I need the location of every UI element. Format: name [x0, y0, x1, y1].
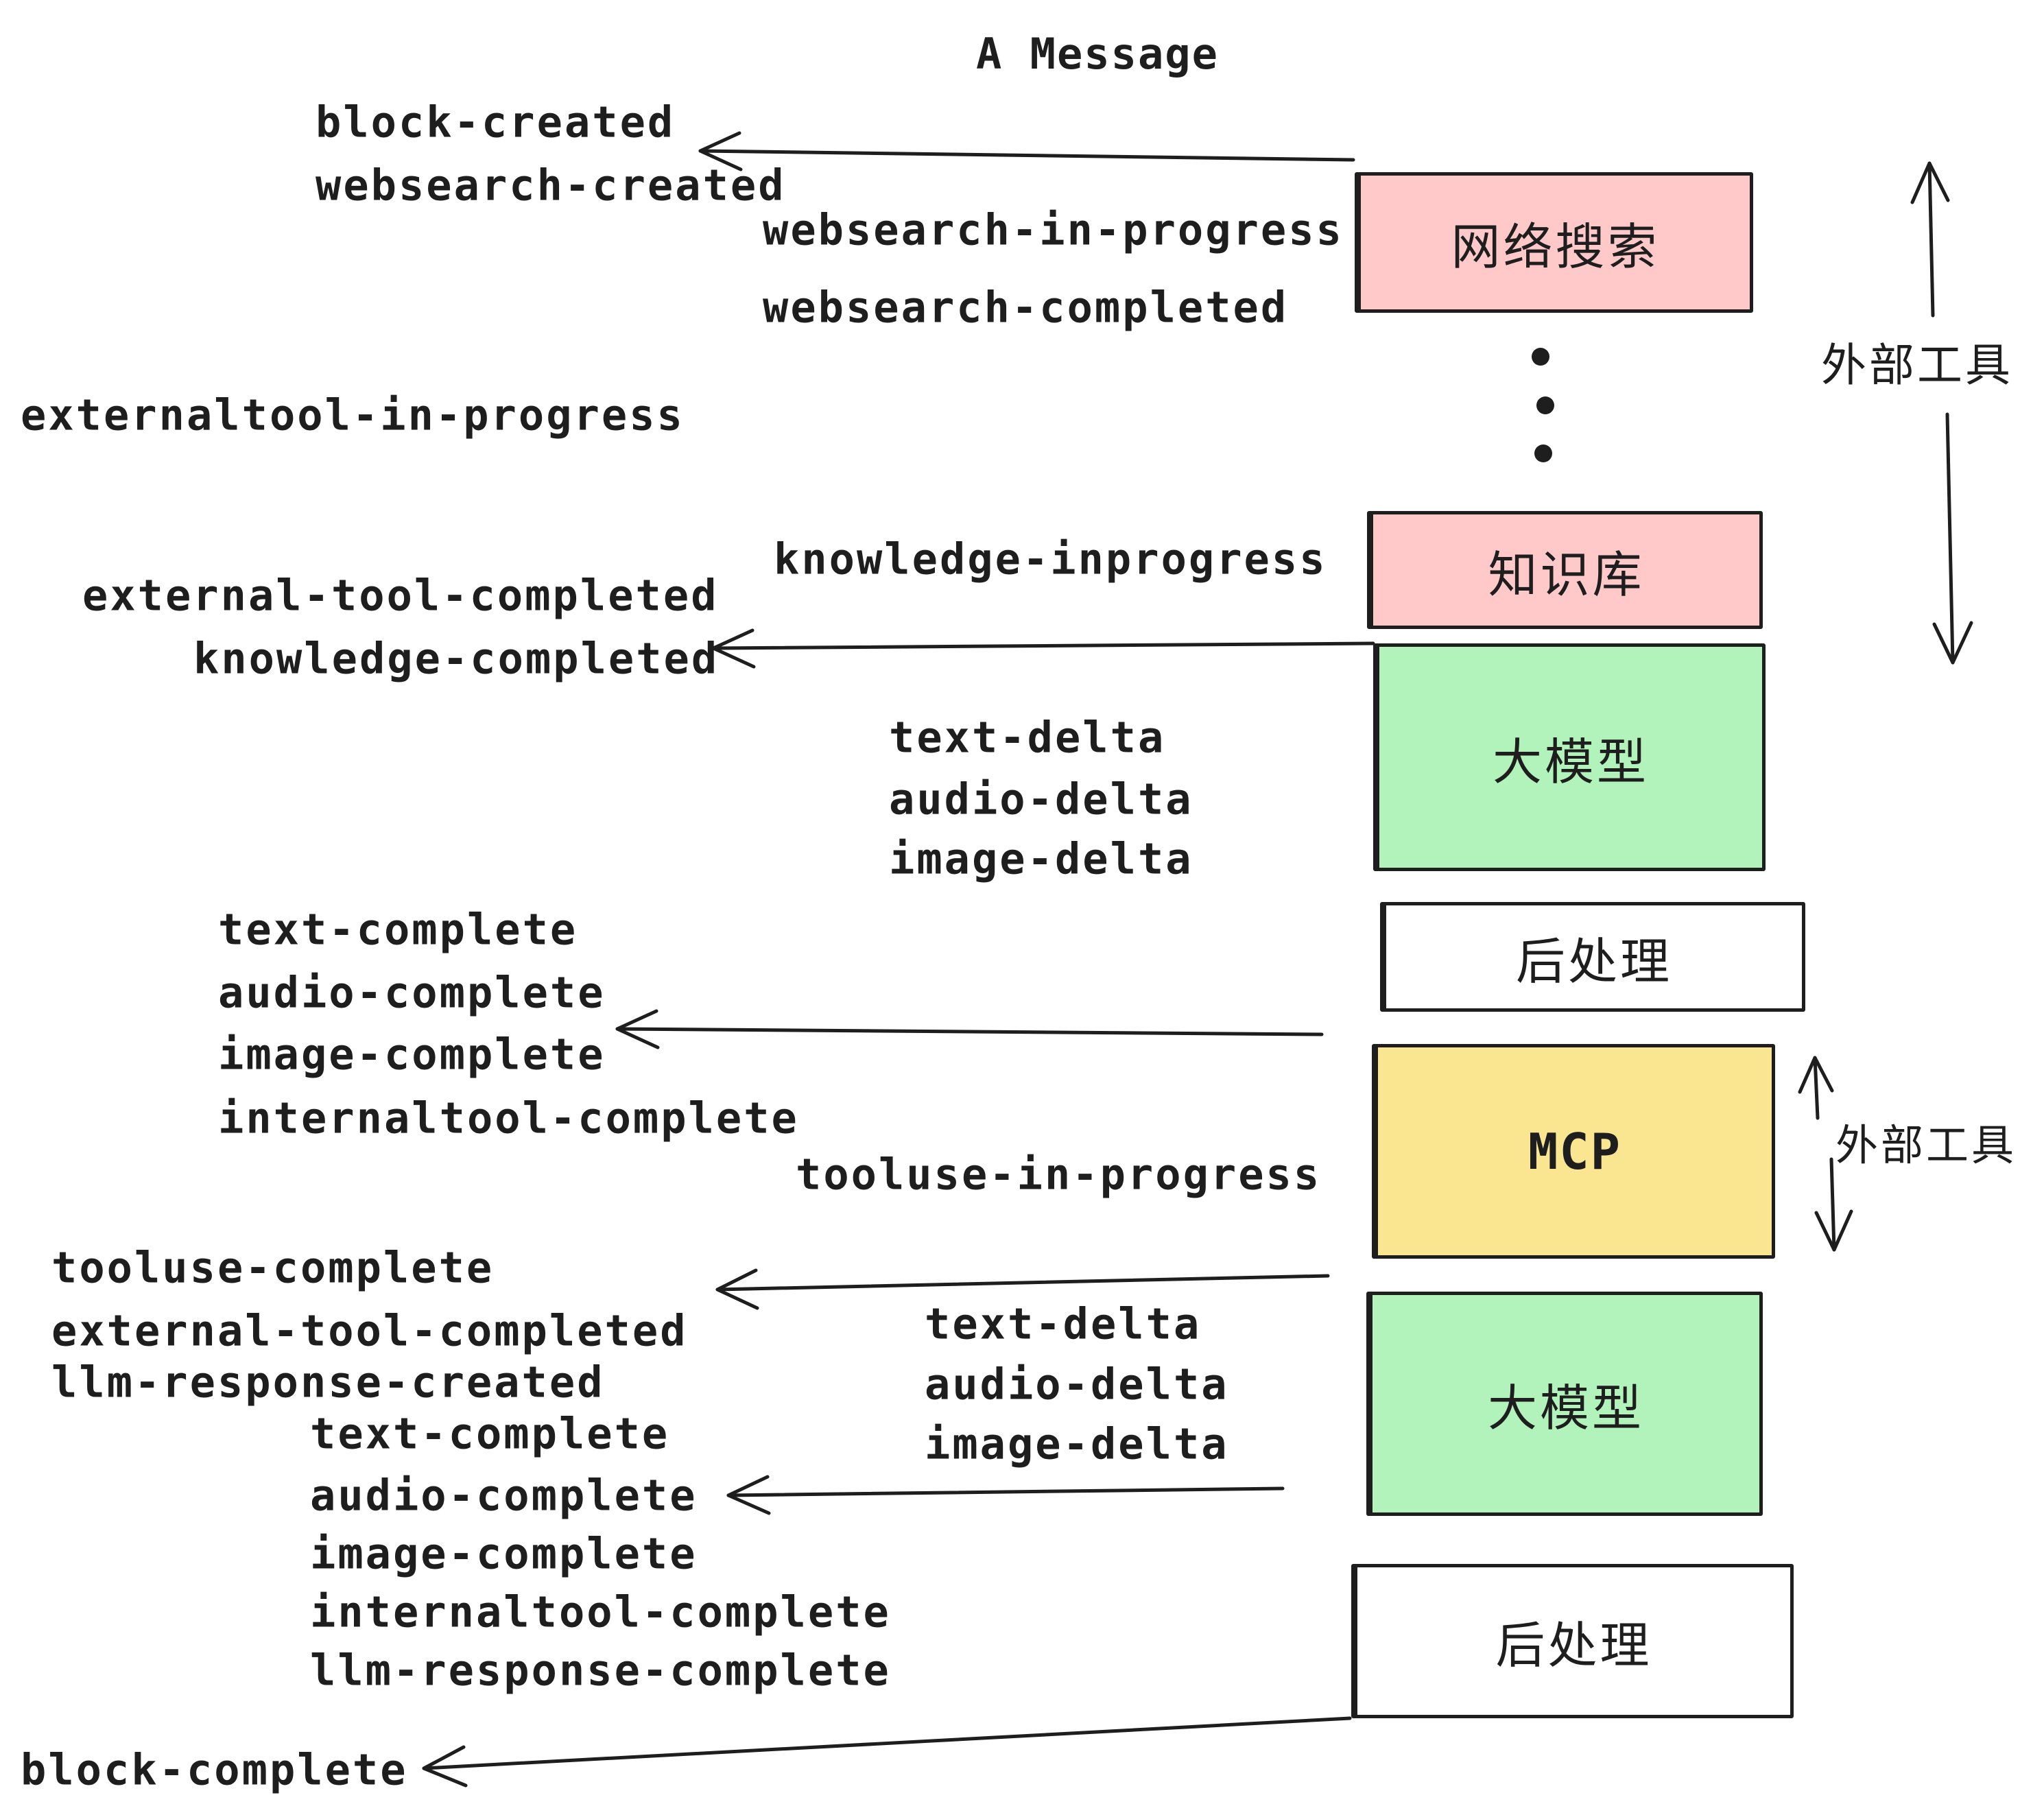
- external-tools-span-arrow-down-1: [1932, 412, 1973, 665]
- box-websearch-label: 网络搜索: [1451, 220, 1660, 275]
- box-knowledge-label: 知识库: [1488, 547, 1645, 603]
- event-tooluse-in-progress: tooluse-in-progress: [796, 1149, 1322, 1200]
- event-websearch-in-progress: websearch-in-progress: [763, 204, 1344, 255]
- box-knowledge: 知识库: [1367, 511, 1763, 629]
- event-audio-delta-1: audio-delta: [889, 774, 1193, 824]
- event-block-complete: block-complete: [21, 1744, 408, 1795]
- event-llm-response-created: llm-response-created: [51, 1357, 605, 1408]
- event-internaltool-complete-2: internaltool-complete: [310, 1587, 891, 1637]
- event-external-tool-completed-2: external-tool-completed: [51, 1305, 688, 1356]
- event-image-complete-1: image-complete: [218, 1029, 606, 1080]
- diagram-title: A Message: [976, 29, 1219, 79]
- event-internaltool-complete-1: internaltool-complete: [218, 1093, 799, 1143]
- arrow-to-knowledge-completed: [711, 628, 1375, 669]
- event-text-complete-1: text-complete: [218, 904, 578, 955]
- event-llm-response-complete: llm-response-complete: [310, 1645, 891, 1696]
- arrow-to-audio-complete: [726, 1475, 1285, 1515]
- box-postprocess-2-label: 后处理: [1495, 1619, 1652, 1674]
- event-image-delta-1: image-delta: [889, 833, 1193, 884]
- box-websearch: 网络搜索: [1355, 172, 1753, 313]
- box-postprocess-1: 后处理: [1380, 902, 1805, 1012]
- box-mcp: MCP: [1372, 1044, 1775, 1259]
- event-websearch-completed: websearch-completed: [763, 282, 1289, 333]
- event-text-complete-2: text-complete: [310, 1408, 670, 1459]
- external-tools-span-arrow-down-2: [1814, 1157, 1853, 1252]
- event-tooluse-complete: tooluse-complete: [51, 1242, 495, 1293]
- event-knowledge-inprogress: knowledge-inprogress: [774, 534, 1327, 584]
- event-block-created: block-created: [316, 97, 676, 147]
- external-tools-span-arrow-up-2: [1798, 1056, 1834, 1120]
- event-text-delta-2: text-delta: [925, 1298, 1202, 1349]
- external-tools-label-2: 外部工具: [1835, 1122, 2017, 1170]
- box-llm-2: 大模型: [1366, 1292, 1763, 1516]
- event-websearch-created: websearch-created: [316, 160, 786, 211]
- arrow-to-block-complete: [422, 1716, 1352, 1788]
- box-llm-1: 大模型: [1373, 643, 1766, 871]
- ellipsis-dots: [1532, 348, 1554, 462]
- event-knowledge-completed: knowledge-completed: [193, 633, 720, 684]
- box-llm-1-label: 大模型: [1492, 735, 1649, 790]
- arrow-to-image-complete: [615, 1009, 1324, 1049]
- event-text-delta-1: text-delta: [889, 712, 1166, 763]
- box-llm-2-label: 大模型: [1487, 1381, 1644, 1436]
- event-image-complete-2: image-complete: [310, 1528, 698, 1579]
- event-audio-complete-1: audio-complete: [218, 967, 606, 1018]
- event-image-delta-2: image-delta: [925, 1419, 1229, 1469]
- external-tools-span-arrow-up-1: [1910, 161, 1950, 318]
- box-postprocess-1-label: 后处理: [1515, 934, 1672, 990]
- event-external-tool-completed-1: external-tool-completed: [82, 570, 719, 621]
- event-externaltool-in-progress: externaltool-in-progress: [21, 390, 685, 440]
- event-audio-complete-2: audio-complete: [310, 1470, 698, 1521]
- event-audio-delta-2: audio-delta: [925, 1359, 1229, 1410]
- box-postprocess-2: 后处理: [1351, 1564, 1794, 1718]
- external-tools-label-1: 外部工具: [1821, 340, 2013, 390]
- box-mcp-label: MCP: [1528, 1122, 1622, 1180]
- arrow-to-websearch-created: [698, 131, 1355, 171]
